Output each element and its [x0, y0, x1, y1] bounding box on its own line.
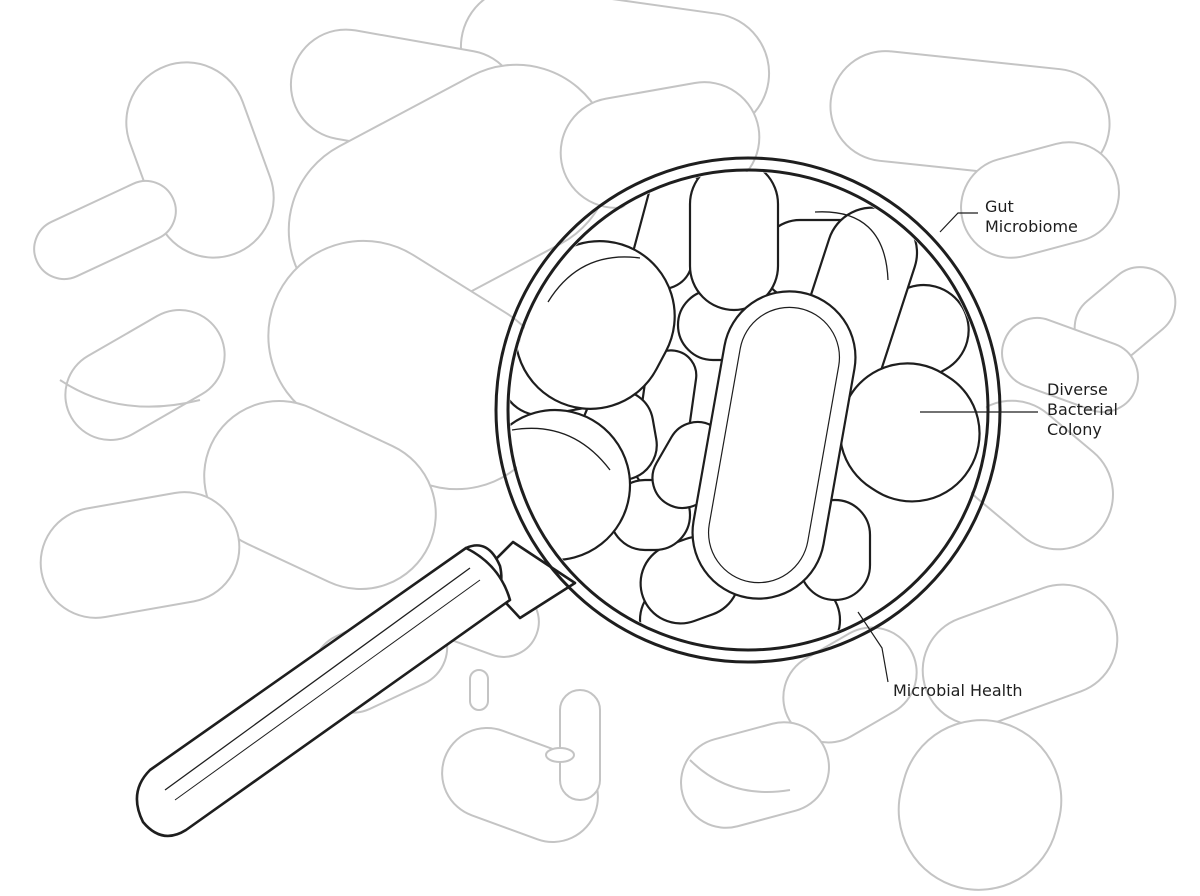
label-leaders	[857, 212, 1038, 683]
bg-bacterium	[680, 721, 830, 829]
bacterium-highlight	[511, 427, 611, 471]
label-gut-line1: Gut	[985, 197, 1014, 216]
bacterium	[688, 172, 780, 312]
magnifier-grip	[135, 546, 512, 838]
leader-gut-microbiome	[939, 212, 978, 233]
label-microbial-health: Microbial Health	[893, 681, 1023, 700]
bg-bacterium	[897, 719, 1063, 891]
rim-inner	[506, 168, 990, 652]
bacterium-highlight	[547, 256, 641, 303]
grip-highlight	[164, 567, 471, 791]
grip-highlight	[174, 579, 481, 801]
background-bacteria	[33, 0, 1177, 891]
bg-bacterium	[64, 309, 226, 441]
bg-bacterium	[203, 399, 437, 591]
bacterium-capsule-foreground	[691, 290, 857, 600]
bg-bacterium	[921, 583, 1119, 727]
bg-bacterium	[469, 669, 489, 711]
bg-flagellum	[59, 379, 201, 408]
magnifier-rim	[494, 156, 1002, 664]
label-colony-line3: Colony	[1047, 420, 1102, 439]
bg-bacterium	[545, 747, 575, 763]
bg-bacterium	[559, 689, 601, 801]
magnifier-handle	[135, 540, 577, 838]
rim-outer	[494, 156, 1002, 664]
bg-bacterium	[1001, 317, 1139, 413]
label-colony-line2: Bacterial	[1047, 400, 1118, 419]
bacterium-highlight	[814, 211, 889, 281]
label-gut-microbiome: Gut Microbiome	[985, 197, 1078, 237]
bg-bacterium	[960, 141, 1120, 259]
label-colony-line1: Diverse	[1047, 380, 1108, 399]
bacterium-capsule-highlight	[707, 306, 841, 584]
label-gut-line2: Microbiome	[985, 217, 1078, 236]
bg-bacterium	[33, 179, 177, 281]
bg-flagellum	[689, 759, 791, 793]
label-diverse-bacterial-colony: Diverse Bacterial Colony	[1047, 380, 1118, 440]
bg-bacterium	[829, 50, 1111, 180]
bg-bacterium	[39, 491, 241, 619]
lens-view	[510, 172, 986, 648]
leader-microbial-health	[857, 611, 889, 683]
